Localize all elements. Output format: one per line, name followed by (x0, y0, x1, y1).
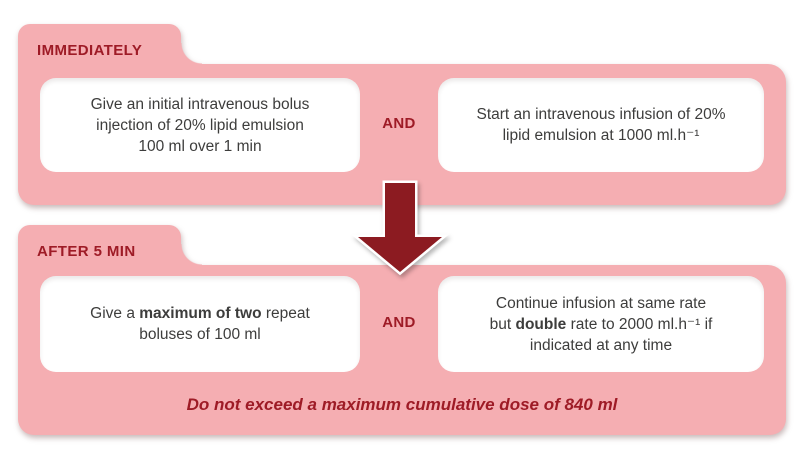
text-line: indicated at any time (529, 336, 673, 354)
text-line: but double rate to 2000 ml.h⁻¹ if (489, 315, 713, 333)
down-arrow-icon (350, 175, 450, 280)
and-connector-top: AND (382, 115, 416, 132)
panel-title-after-5-min: AFTER 5 MIN (37, 243, 136, 260)
text-line: Give an initial intravenous bolus (90, 95, 310, 113)
text-line: injection of 20% lipid emulsion (96, 116, 304, 134)
and-connector-bottom: AND (382, 314, 416, 331)
text-line: lipid emulsion at 1000 ml.h⁻¹ (502, 127, 700, 144)
infusion-instruction-box: Start an intravenous infusion of 20% lip… (438, 78, 764, 172)
max-dose-note: Do not exceed a maximum cumulative dose … (186, 395, 618, 414)
continue-infusion-box: Continue infusion at same rate but doubl… (438, 276, 764, 372)
text-line: 100 ml over 1 min (138, 137, 262, 155)
tab-fillet (181, 244, 202, 265)
bolus-instruction-box: Give an initial intravenous bolus inject… (40, 78, 360, 172)
panel-title-immediately: IMMEDIATELY (37, 42, 143, 59)
text-line: Start an intravenous infusion of 20% (476, 106, 726, 123)
tab-fillet (181, 43, 202, 64)
text-line: Continue infusion at same rate (495, 294, 707, 312)
text-line: boluses of 100 ml (139, 326, 261, 343)
repeat-bolus-box: Give a maximum of two repeat boluses of … (40, 276, 360, 372)
panel-body-after-5-min: Give a maximum of two repeat boluses of … (18, 265, 786, 435)
panel-body-immediately: Give an initial intravenous bolus inject… (18, 64, 786, 205)
text-line: Give a maximum of two repeat (90, 305, 310, 322)
